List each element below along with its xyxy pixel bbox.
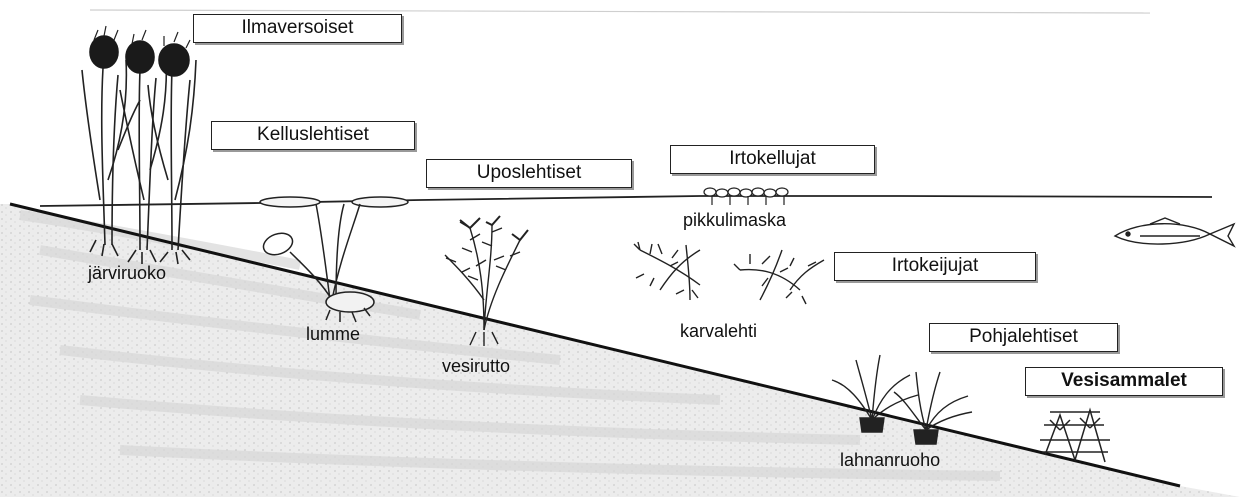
plant-label-pikkulimaska: pikkulimaska [683,210,786,231]
water-surface-line [40,196,1212,206]
group-box-pohjalehtiset: Pohjalehtiset [929,323,1118,352]
group-box-irtokeijujat: Irtokeijujat [834,252,1036,281]
plant-label-lahnanruoho: lahnanruoho [840,450,940,471]
group-box-ilmaversoiset: Ilmaversoiset [193,14,402,43]
top-border-line [90,10,1150,13]
group-box-irtokellujat: Irtokellujat [670,145,875,174]
plant-label-vesirutto: vesirutto [442,356,510,377]
plant-label-karvalehti: karvalehti [680,321,757,342]
plant-label-lumme: lumme [306,324,360,345]
group-box-uposlehtiset: Uposlehtiset [426,159,632,188]
group-box-vesisammalet: Vesisammalet [1025,367,1223,396]
hornwort-drawing [634,242,824,304]
plant-label-jarviruoko: järviruoko [88,263,166,284]
fish-drawing [1115,218,1234,246]
group-box-kelluslehtiset: Kelluslehtiset [211,121,415,150]
